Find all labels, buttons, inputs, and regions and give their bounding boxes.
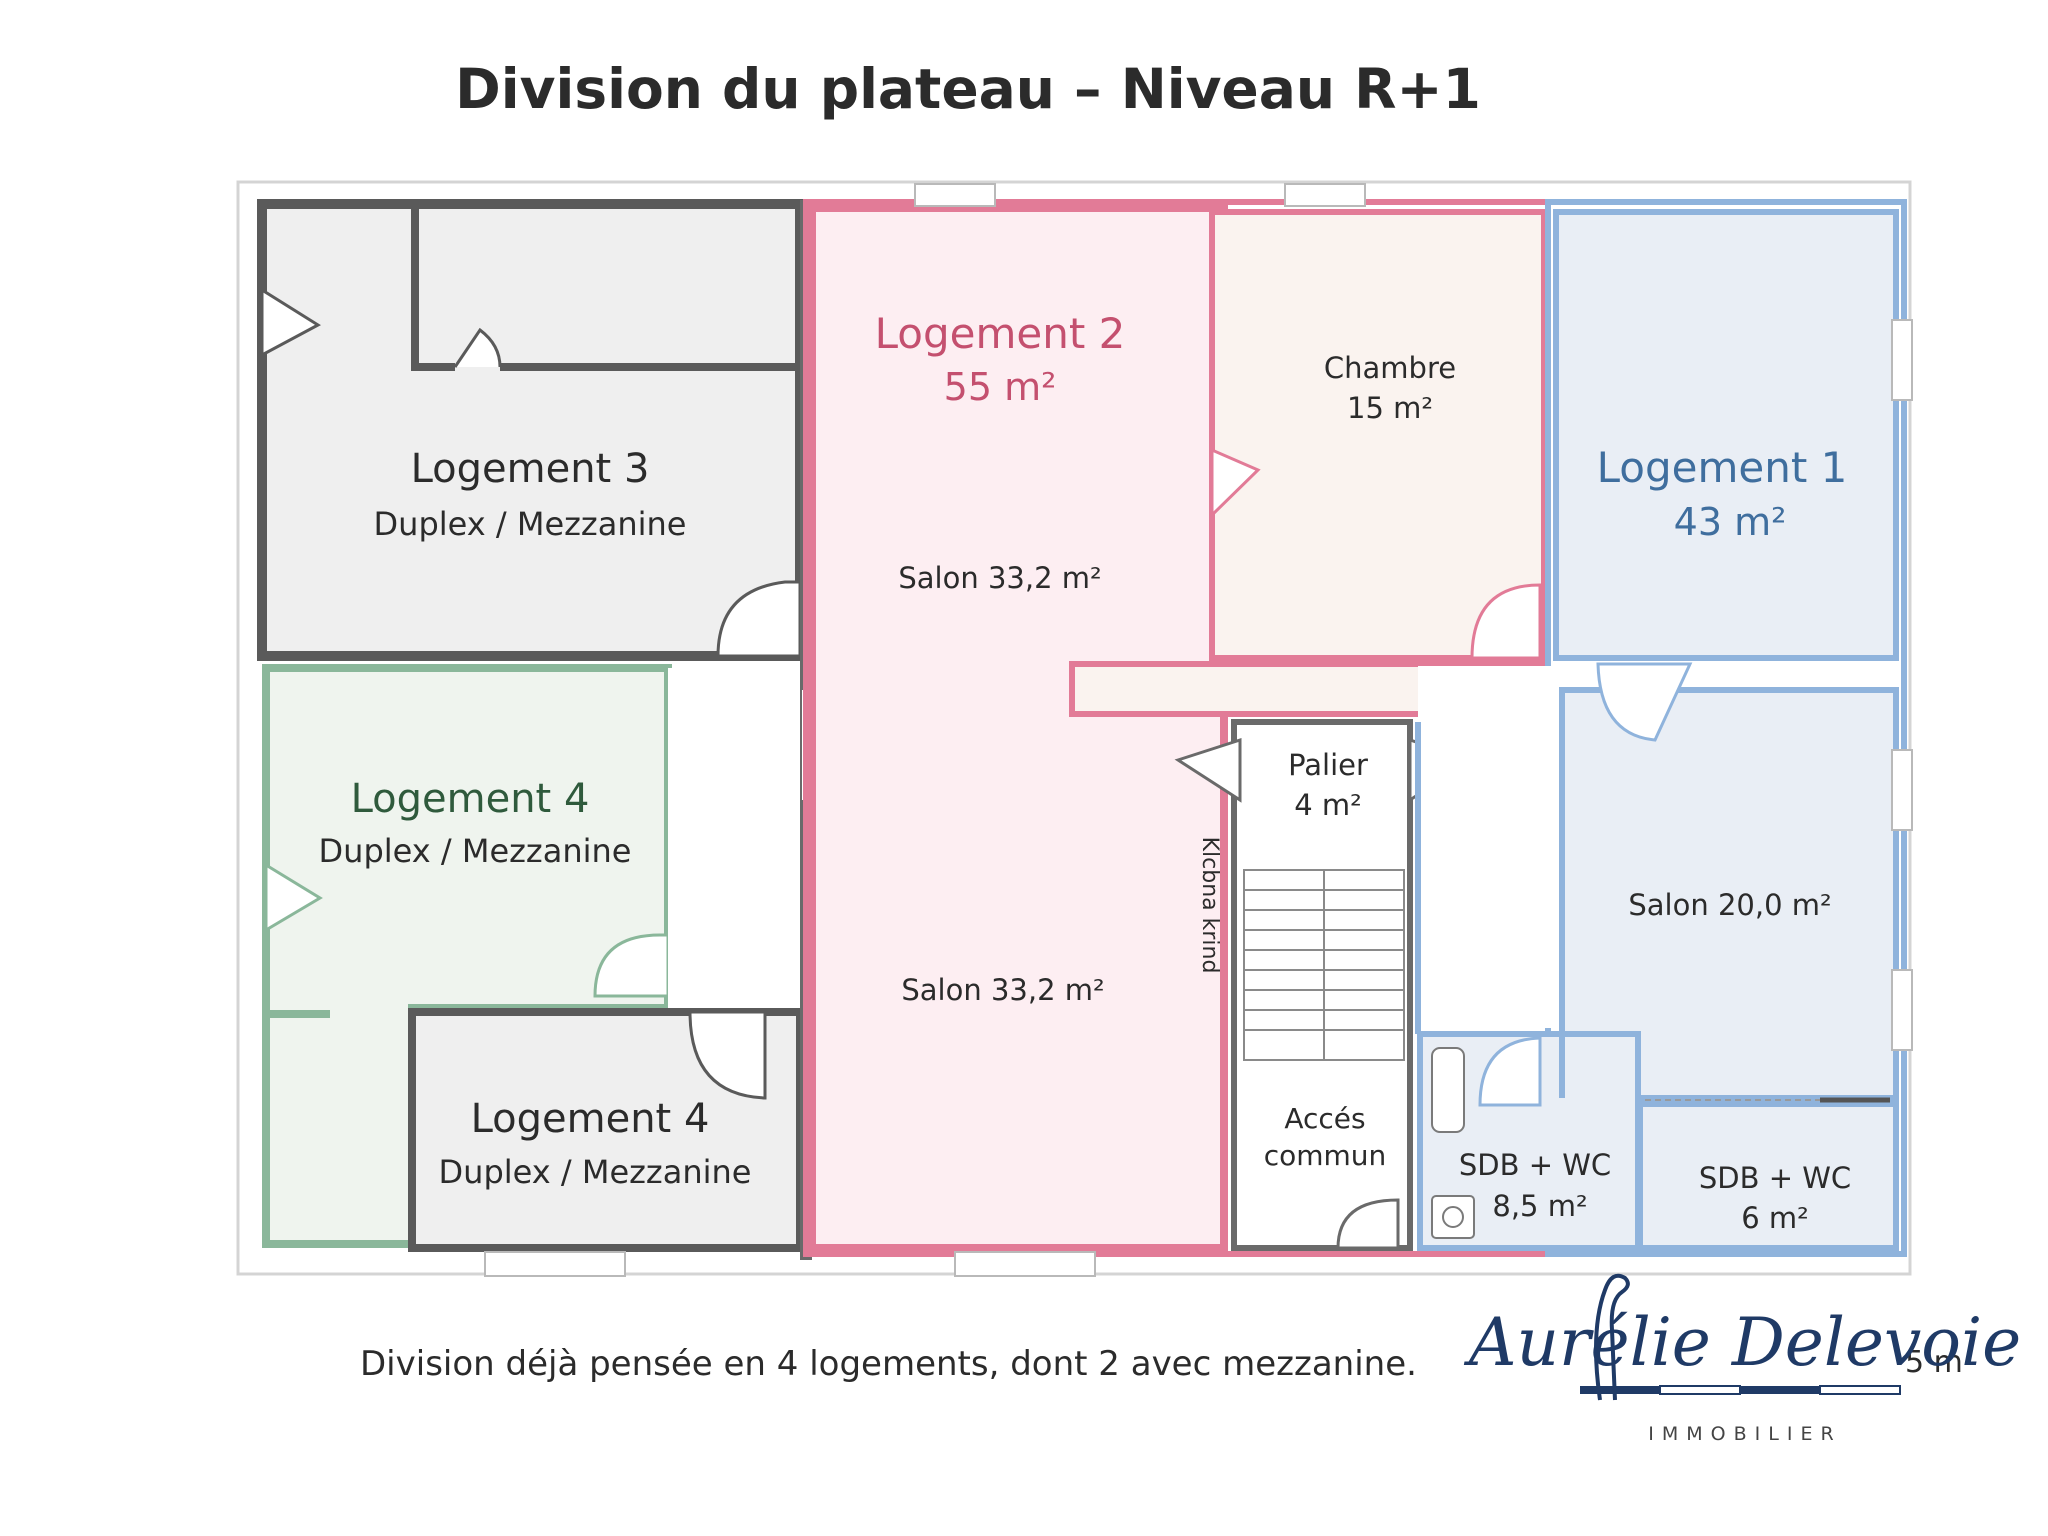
acces-line-1: Accés: [1284, 1102, 1365, 1135]
logement-3-subtitle: Duplex / Mezzanine: [374, 505, 687, 543]
logement-2-salon-bottom: Salon 33,2 m²: [901, 973, 1104, 1007]
scale-bar-segment: [1819, 1385, 1901, 1395]
door-arc: [716, 580, 802, 658]
footer-caption: Division déjà pensée en 4 logements, don…: [360, 1344, 1417, 1384]
flamingo-icon: [1594, 1273, 1630, 1401]
window: [1891, 749, 1913, 831]
corridor-connection: [1418, 666, 1558, 1028]
logement-3-title: Logement 3: [411, 446, 650, 492]
logement-4-upper-subtitle: Duplex / Mezzanine: [319, 832, 632, 870]
kitchen-label: Klcbna krind: [1197, 837, 1222, 974]
chambre-fill: [1209, 209, 1547, 661]
window: [1284, 183, 1366, 207]
sdb-1-title: SDB + WC: [1459, 1148, 1611, 1182]
sdb-2-title: SDB + WC: [1699, 1161, 1851, 1195]
logement-3-inner-wall: [411, 204, 800, 371]
washbasin-icon: [1431, 1195, 1475, 1239]
bathtub-icon: [1431, 1047, 1465, 1133]
page-title: Division du plateau – Niveau R+1: [455, 57, 1481, 121]
palier-area: 4 m²: [1294, 788, 1362, 822]
window: [484, 1251, 626, 1277]
palier-title: Palier: [1288, 748, 1368, 782]
door-arc: [1470, 583, 1542, 660]
logement-1-top-fill: [1553, 209, 1899, 661]
brand-tagline: IMMOBILIER: [1648, 1423, 1841, 1445]
door-arc: [1174, 737, 1242, 803]
scale-bar-segment: [1740, 1386, 1820, 1394]
washbasin-icon: [1442, 1206, 1464, 1228]
sdb-2-fill: [1637, 1101, 1899, 1251]
scale-label: 5 m: [1905, 1345, 1963, 1380]
door-arc: [453, 327, 502, 368]
corridor-opening: [668, 668, 800, 1020]
chambre-title: Chambre: [1324, 351, 1456, 385]
zone-logement-4-upper: [262, 664, 800, 1248]
logement-4-upper-title: Logement 4: [351, 776, 590, 822]
door-arc: [1478, 1036, 1542, 1107]
window: [1891, 969, 1913, 1051]
acces-line-2: commun: [1264, 1139, 1387, 1172]
door-arc: [1336, 1198, 1400, 1250]
logement-2-area: 55 m²: [944, 365, 1057, 409]
palier-fill: [1231, 719, 1413, 1251]
logement-2-fill: [808, 204, 1228, 1252]
logement-1-salon: Salon 20,0 m²: [1628, 888, 1831, 922]
zone-logement-1: [1415, 199, 1913, 1257]
window: [954, 1251, 1096, 1277]
brand-logo: Aurélie Delevoie IMMOBILIER: [1463, 1273, 2021, 1445]
window: [1891, 319, 1913, 401]
logement-2-salon-top: Salon 33,2 m²: [898, 561, 1101, 595]
zone-logement-4-lower: [408, 1008, 804, 1277]
logement-3-fill: [257, 199, 805, 661]
logement-1-area: 43 m²: [1674, 500, 1787, 544]
logement-4-lower-subtitle: Duplex / Mezzanine: [439, 1153, 752, 1191]
door-arc: [1596, 662, 1693, 742]
door-arc: [260, 287, 321, 358]
zone-logement-3: [257, 199, 805, 661]
scale-bar: 5 m: [1580, 1345, 1963, 1395]
door-arc: [264, 862, 323, 933]
chambre-area: 15 m²: [1347, 391, 1433, 425]
sdb-1-area: 8,5 m²: [1492, 1189, 1587, 1223]
scale-bar-segment: [1659, 1385, 1741, 1395]
scale-bar-segment: [1580, 1386, 1660, 1394]
logement-2-title: Logement 2: [875, 309, 1126, 358]
sdb-2-area: 6 m²: [1741, 1201, 1809, 1235]
door-arc: [1210, 447, 1261, 519]
logement-4-lower-title: Logement 4: [471, 1096, 710, 1142]
logement-1-title: Logement 1: [1597, 443, 1848, 492]
window: [914, 183, 996, 207]
staircase: [1243, 869, 1405, 1061]
door-arc: [593, 933, 670, 998]
logement-1-salon-fill: [1559, 687, 1899, 1101]
brand-name: Aurélie Delevoie: [1463, 1304, 2021, 1381]
door-arc: [688, 1010, 767, 1100]
